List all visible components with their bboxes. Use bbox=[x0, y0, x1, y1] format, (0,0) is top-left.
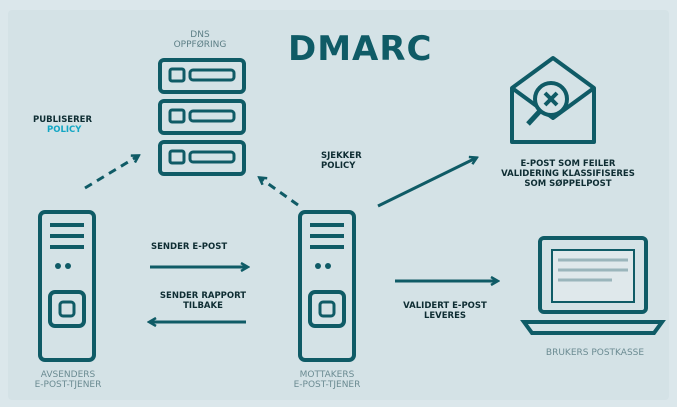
dns-server-icon bbox=[158, 58, 246, 176]
receiver-server-label: MOTTAKERS E-POST-TJENER bbox=[277, 370, 377, 391]
diagram-title: DMARC bbox=[288, 29, 433, 69]
send-report-label: SENDER RAPPORT TILBAKE bbox=[148, 291, 258, 312]
dns-label-line1: DNS bbox=[190, 30, 210, 40]
dns-entry-label: DNS OPPFØRING bbox=[150, 30, 250, 51]
spam-arrow bbox=[377, 158, 476, 208]
laptop-screen-lines bbox=[558, 258, 628, 282]
send-report-line1: SENDER RAPPORT bbox=[159, 291, 247, 301]
check-policy-label: SJEKKER POLICY bbox=[321, 151, 362, 172]
validated-label: VALIDERT E-POST LEVERES bbox=[390, 301, 500, 322]
spam-note-line2: VALIDERING KLASSIFISERES bbox=[501, 168, 635, 179]
laptop-inbox-icon bbox=[520, 236, 666, 335]
sender-server-dots bbox=[55, 263, 71, 269]
sender-server-label: AVSENDERS E-POST-TJENER bbox=[18, 370, 118, 391]
sender-label-line2: E-POST-TJENER bbox=[34, 380, 102, 391]
spam-note-line1: E-POST SOM FEILER bbox=[520, 159, 616, 169]
publish-label-line1: PUBLISERER bbox=[33, 115, 93, 125]
reject-x-icon bbox=[543, 91, 559, 107]
publish-label-line2: POLICY bbox=[47, 124, 82, 135]
validated-line2: LEVERES bbox=[423, 310, 467, 321]
validated-line1: VALIDERT E-POST bbox=[403, 301, 487, 311]
receiver-server-dots bbox=[315, 263, 331, 269]
sender-label-line1: AVSENDERS bbox=[40, 370, 96, 380]
user-inbox-label: BRUKERS POSTKASSE bbox=[545, 348, 645, 358]
publish-policy-arrow bbox=[84, 156, 138, 190]
spam-note-label: E-POST SOM FEILER VALIDERING KLASSIFISER… bbox=[478, 159, 658, 189]
send-report-line2: TILBAKE bbox=[183, 300, 223, 311]
check-label-line1: SJEKKER bbox=[321, 151, 362, 161]
receiver-label-line2: E-POST-TJENER bbox=[293, 380, 361, 391]
sender-server-icon bbox=[38, 210, 96, 362]
send-mail-label: SENDER E-POST bbox=[151, 242, 228, 252]
receiver-server-icon bbox=[298, 210, 356, 362]
check-label-line2: POLICY bbox=[321, 160, 356, 171]
dns-label-line2: OPPFØRING bbox=[173, 40, 227, 51]
publish-policy-label: PUBLISERER POLICY bbox=[33, 115, 93, 136]
check-policy-arrow bbox=[260, 178, 299, 207]
spam-note-line3: SOM SØPPELPOST bbox=[524, 178, 612, 189]
receiver-label-line1: MOTTAKERS bbox=[299, 370, 355, 380]
